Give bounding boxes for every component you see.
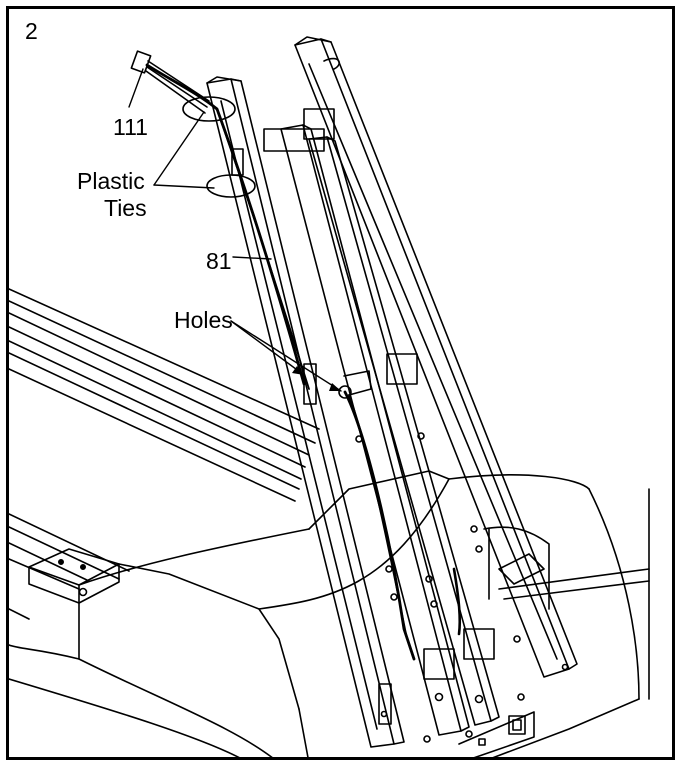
left-rail (9, 513, 130, 620)
power-switch (458, 711, 535, 757)
callout-plastic-ties-line2: Ties (104, 195, 147, 221)
right-upright (294, 36, 578, 678)
callout-holes: Holes (174, 307, 233, 333)
motor-hood (9, 470, 650, 757)
callout-plastic-ties-line1: Plastic (77, 168, 145, 194)
connector-111 (130, 50, 210, 114)
arrowheads (292, 366, 341, 391)
assembly-illustration (9, 36, 650, 757)
figure-frame: 2 111 Plastic Ties 81 Holes (6, 6, 675, 760)
middle-uprights (263, 108, 525, 743)
frame-rail (9, 288, 320, 502)
left-upright (206, 76, 405, 748)
wire-81 (145, 63, 462, 661)
step-number: 2 (25, 18, 38, 44)
leader-lines (128, 68, 342, 392)
callout-part-81: 81 (206, 248, 232, 274)
plastic-ties (182, 96, 256, 198)
callout-part-111: 111 (113, 114, 148, 140)
